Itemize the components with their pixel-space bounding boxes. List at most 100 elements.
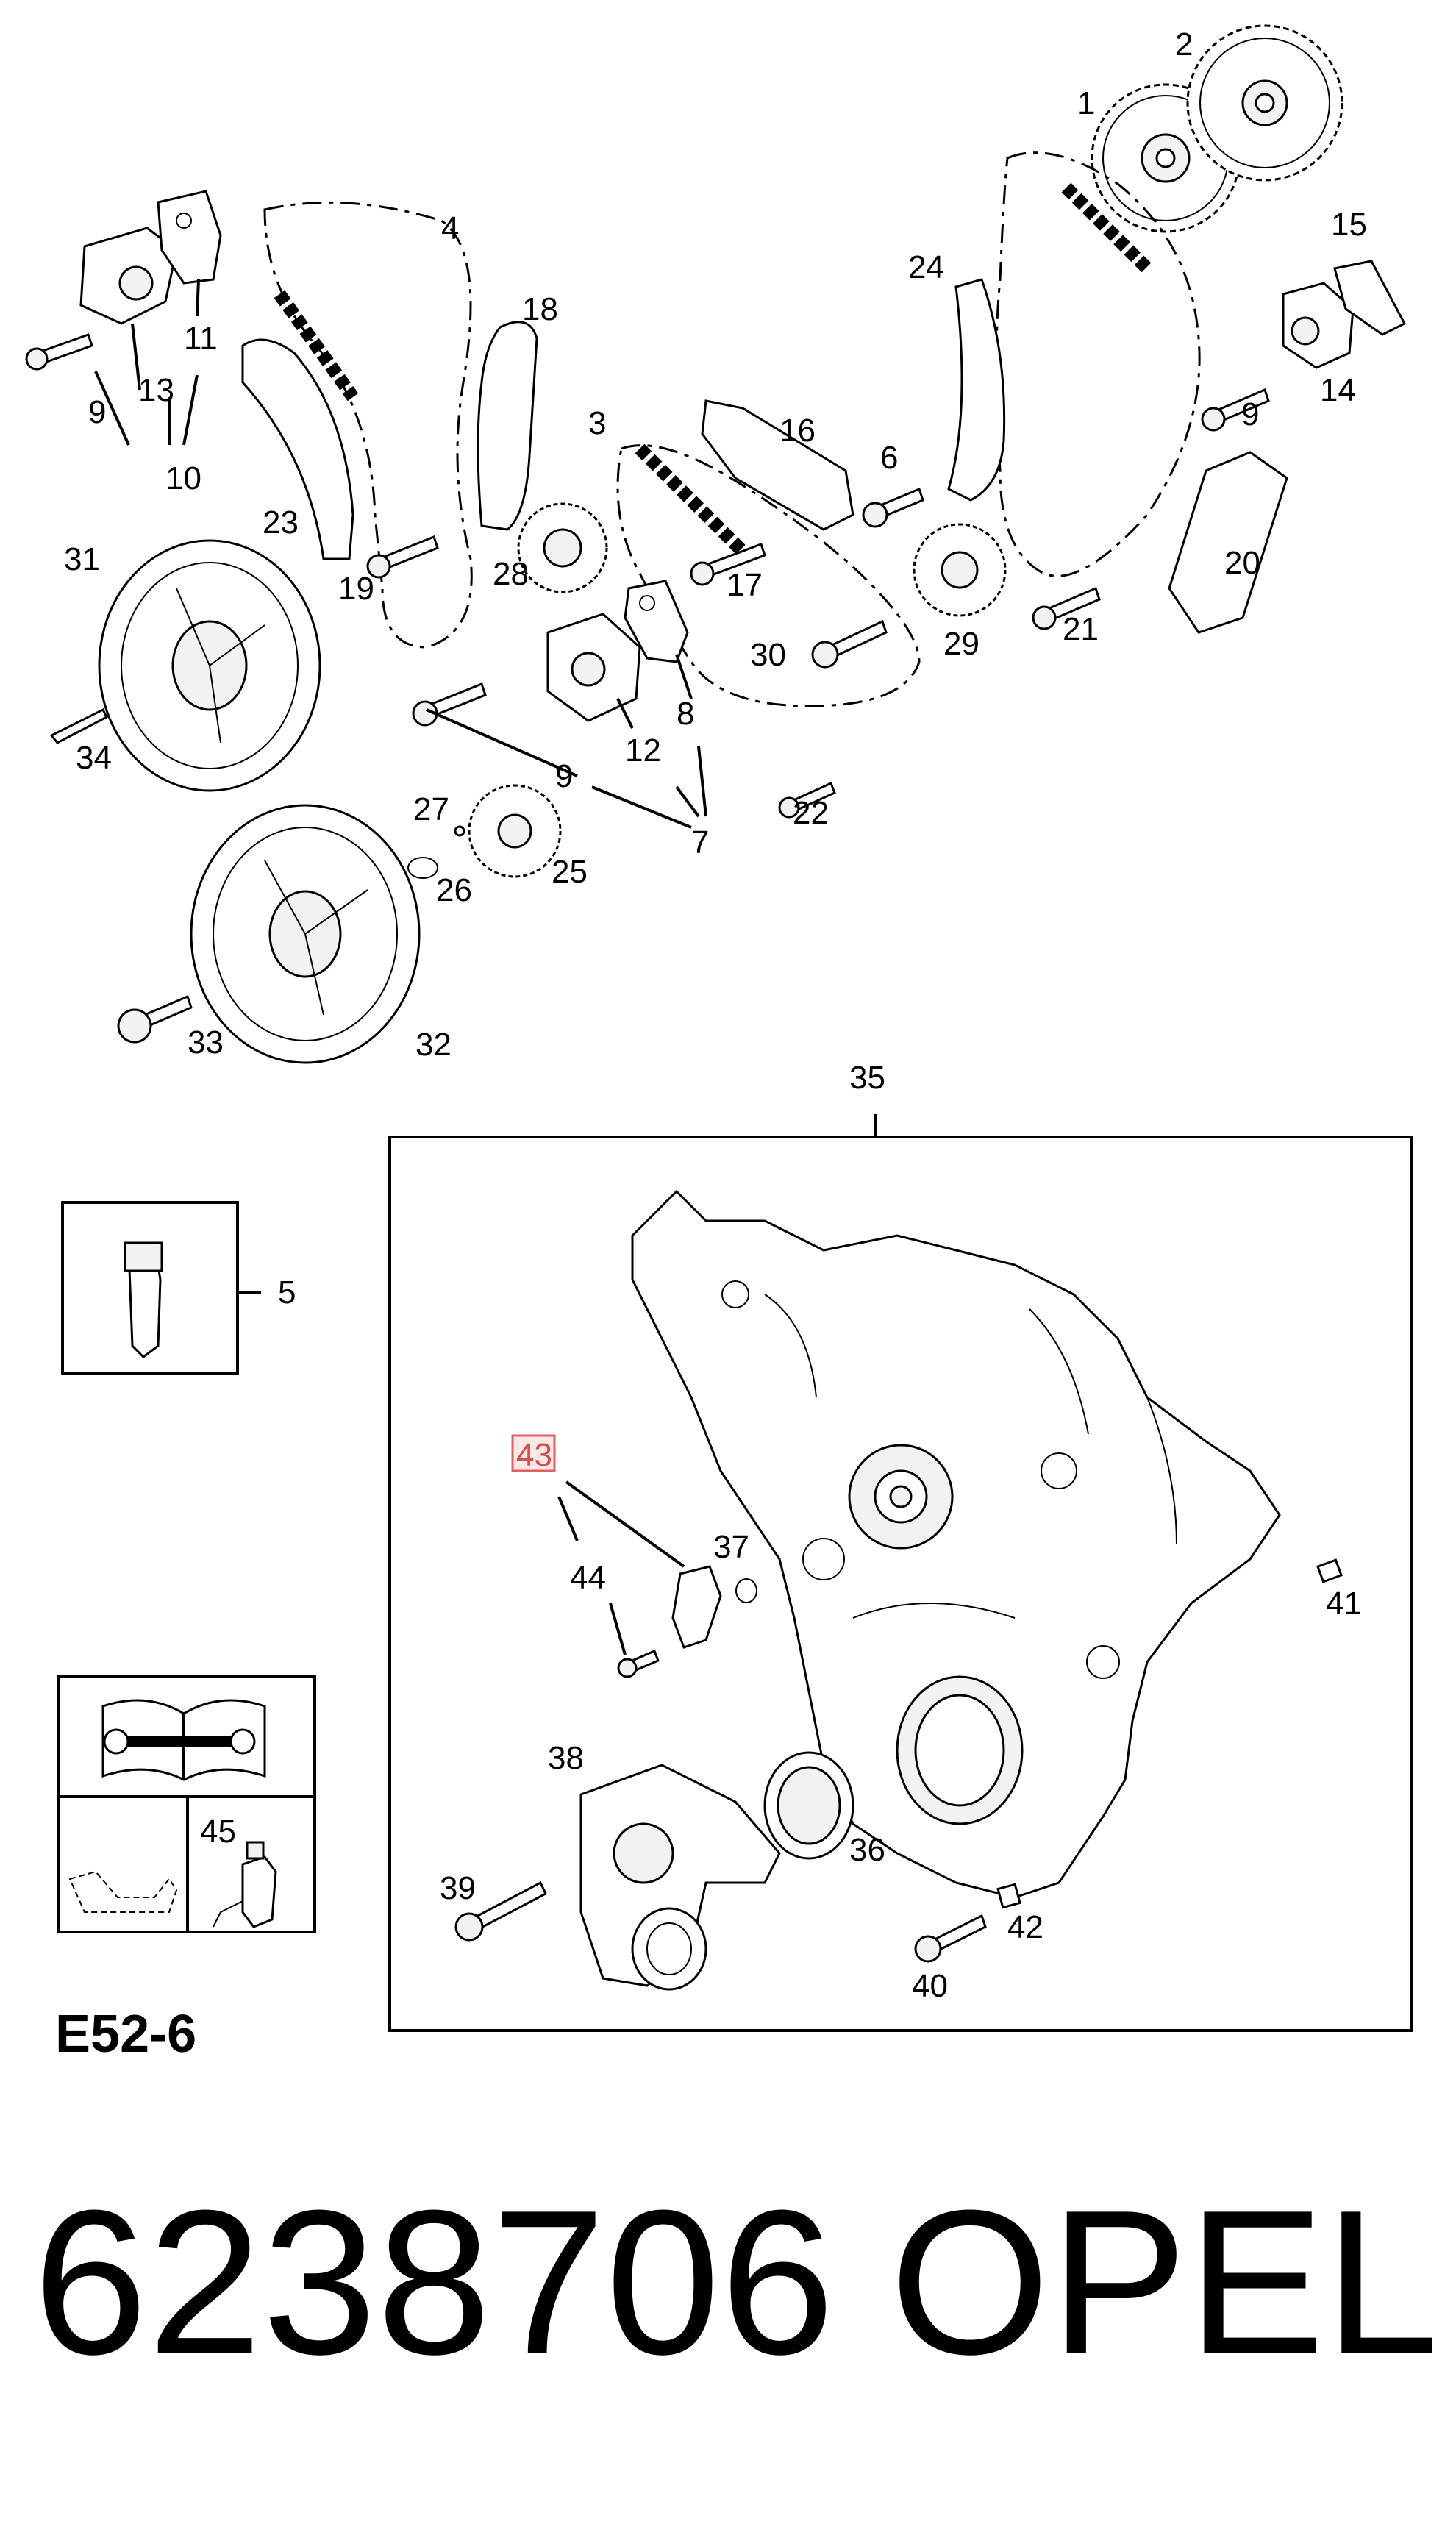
tensioner-12 (546, 613, 641, 722)
callout-35: 35 (849, 1060, 885, 1096)
chain-guide-23 (241, 338, 354, 560)
key-34 (49, 707, 109, 744)
callout-22: 22 (793, 795, 829, 831)
callout-41: 41 (1326, 1586, 1362, 1622)
callout-labels: 1 2 3 4 5 6 7 8 9 9 9 10 11 12 13 14 15 … (64, 26, 1367, 2004)
chain-guide-20 (1168, 451, 1288, 634)
callout-44: 44 (570, 1560, 606, 1596)
pulley-32 (190, 804, 421, 1064)
callout-2: 2 (1175, 26, 1193, 63)
callout-11: 11 (184, 321, 218, 357)
belt-tensioner-38 (579, 1764, 781, 1991)
callout-45: 45 (200, 1814, 236, 1850)
callout-9b: 9 (1241, 396, 1259, 432)
camshaft-sprocket-2 (1186, 24, 1343, 182)
pin-27 (454, 825, 465, 837)
oil-pan-icon (68, 1870, 178, 1913)
callout-37: 37 (713, 1529, 749, 1565)
callout-9c: 9 (555, 758, 573, 794)
bolt-21 (1032, 586, 1101, 630)
timing-chain-right (995, 151, 1201, 577)
repair-manual-icon (101, 1699, 266, 1781)
callout-14: 14 (1320, 372, 1356, 408)
callout-4: 4 (441, 210, 459, 246)
callout-15: 15 (1331, 207, 1367, 243)
callout-31: 31 (64, 541, 100, 577)
chain-guide-24 (947, 278, 1006, 502)
timing-chain-3 (616, 444, 921, 707)
chain-segment-4 (274, 290, 359, 402)
timing-cover (631, 1189, 1281, 1899)
gasket-15 (1333, 260, 1407, 336)
part-number: 6238706 (33, 2168, 835, 2398)
callout-1: 1 (1077, 85, 1095, 121)
leader-lines-cover (557, 1480, 685, 1655)
bolt-6 (862, 487, 924, 528)
sealant-bottle-icon (213, 1841, 277, 1928)
callout-38: 38 (548, 1740, 584, 1776)
callout-32: 32 (415, 1027, 452, 1063)
tensioner-13 (79, 227, 178, 325)
pulley-31 (98, 539, 321, 792)
callout-12: 12 (625, 732, 661, 769)
callout-13: 13 (138, 372, 174, 408)
callout-42: 42 (1007, 1909, 1043, 1945)
sprocket-29 (913, 523, 1007, 617)
ring-26 (407, 857, 438, 879)
tensioner-14 (1282, 282, 1355, 369)
bolt-9-left (25, 333, 93, 371)
callout-34: 34 (76, 740, 112, 776)
bolt-39 (454, 1880, 547, 1942)
callout-16: 16 (779, 413, 816, 449)
callout-39: 39 (440, 1870, 476, 1906)
callout-27: 27 (413, 791, 449, 827)
chain-segment-3 (635, 443, 755, 564)
callout-9a: 9 (88, 394, 106, 430)
callout-5: 5 (278, 1275, 296, 1311)
brand-name: OPEL (890, 2168, 1439, 2398)
sprocket-25 (468, 784, 562, 878)
callout-10: 10 (165, 460, 201, 496)
callout-20: 20 (1224, 545, 1260, 581)
callout-29: 29 (943, 626, 979, 662)
leader-lines-top (94, 279, 707, 829)
callout-43-highlight (511, 1434, 556, 1472)
sensor-44 (671, 1565, 722, 1649)
chain-guide-16 (701, 399, 854, 531)
callout-8: 8 (677, 696, 694, 732)
callout-26: 26 (436, 872, 472, 908)
bolt-40 (914, 1914, 987, 1963)
callout-23: 23 (263, 505, 299, 541)
callout-33: 33 (188, 1024, 224, 1060)
callout-3: 3 (588, 405, 606, 441)
callout-24: 24 (908, 249, 944, 285)
seal-36 (763, 1751, 854, 1860)
o-ring-37 (735, 1578, 757, 1603)
callout-19: 19 (338, 571, 374, 607)
cover-assembly-frame-35 (388, 1114, 1413, 2032)
chain-guide-18 (477, 321, 538, 531)
sprocket-28 (517, 502, 608, 593)
callout-21: 21 (1063, 611, 1099, 647)
callout-30: 30 (750, 637, 786, 673)
callout-7: 7 (691, 824, 709, 860)
bolt-19 (366, 535, 439, 579)
callout-25: 25 (552, 854, 588, 890)
callout-28: 28 (493, 556, 529, 592)
callout-43: 43 (516, 1437, 552, 1473)
bolt-30 (811, 619, 888, 669)
callout-17: 17 (727, 567, 763, 603)
callout-18: 18 (522, 291, 558, 327)
callout-36: 36 (849, 1832, 885, 1868)
bolt-33 (117, 994, 193, 1044)
bolt-17 (690, 543, 766, 586)
diagram-code: E52-6 (55, 2005, 196, 2064)
bolt-22 (778, 781, 836, 819)
dowel-42 (996, 1883, 1021, 1909)
chain-segment-right (1061, 182, 1152, 274)
bolt-9-right (1201, 388, 1270, 432)
info-icon-box (57, 1675, 316, 1933)
gasket-8 (624, 580, 689, 663)
callout-6: 6 (880, 440, 898, 476)
bolt-44 (617, 1650, 660, 1678)
